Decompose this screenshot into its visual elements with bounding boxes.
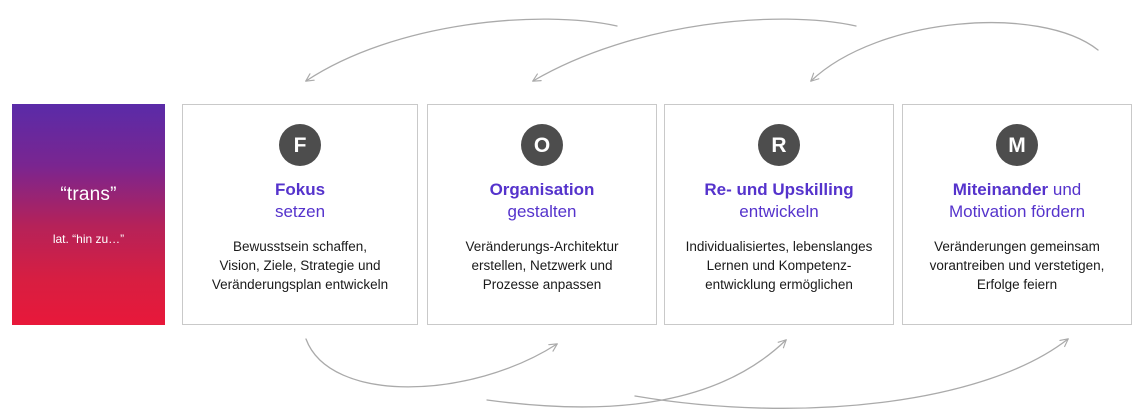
top-arrow-2 — [533, 18, 857, 81]
bottom-arrow-2 — [486, 340, 786, 408]
card-heading-strong: Re- und Upskilling — [704, 180, 854, 199]
badge-letter-o: O — [521, 124, 563, 166]
card-heading-light: entwickeln — [739, 202, 819, 221]
top-arrow-3 — [811, 22, 1099, 81]
step-card-reskilling[interactable]: R Re- und Upskilling entwickeln Individu… — [664, 104, 894, 325]
card-heading-strong: Fokus — [274, 180, 326, 199]
card-heading-fokus: Fokus setzen — [269, 179, 331, 223]
step-card-fokus[interactable]: F Fokus setzen Bewusstsein schaffen,Visi… — [182, 104, 418, 325]
badge-letter-r: R — [758, 124, 800, 166]
card-description-fokus: Bewusstsein schaffen,Vision, Ziele, Stra… — [211, 239, 389, 292]
bottom-arrow-3 — [634, 339, 1068, 409]
badge-letter-f: F — [279, 124, 321, 166]
card-heading-light: setzen — [274, 202, 326, 221]
badge-letter-m: M — [996, 124, 1038, 166]
bottom-arrow-1 — [305, 338, 557, 388]
card-heading-organisation: Organisation gestalten — [484, 179, 601, 223]
trans-subtitle: lat. “hin zu…” — [52, 231, 125, 246]
card-heading-reskilling: Re- und Upskilling entwickeln — [698, 179, 859, 223]
card-heading-light: gestalten — [507, 202, 577, 221]
top-arrow-1 — [306, 18, 618, 81]
card-heading-strong: Miteinander — [952, 180, 1049, 199]
card-heading-strong: Organisation — [489, 180, 595, 199]
step-card-organisation[interactable]: O Organisation gestalten Veränderungs-Ar… — [427, 104, 657, 325]
trans-title: “trans” — [60, 183, 117, 205]
trans-panel: “trans” lat. “hin zu…” — [12, 104, 165, 325]
